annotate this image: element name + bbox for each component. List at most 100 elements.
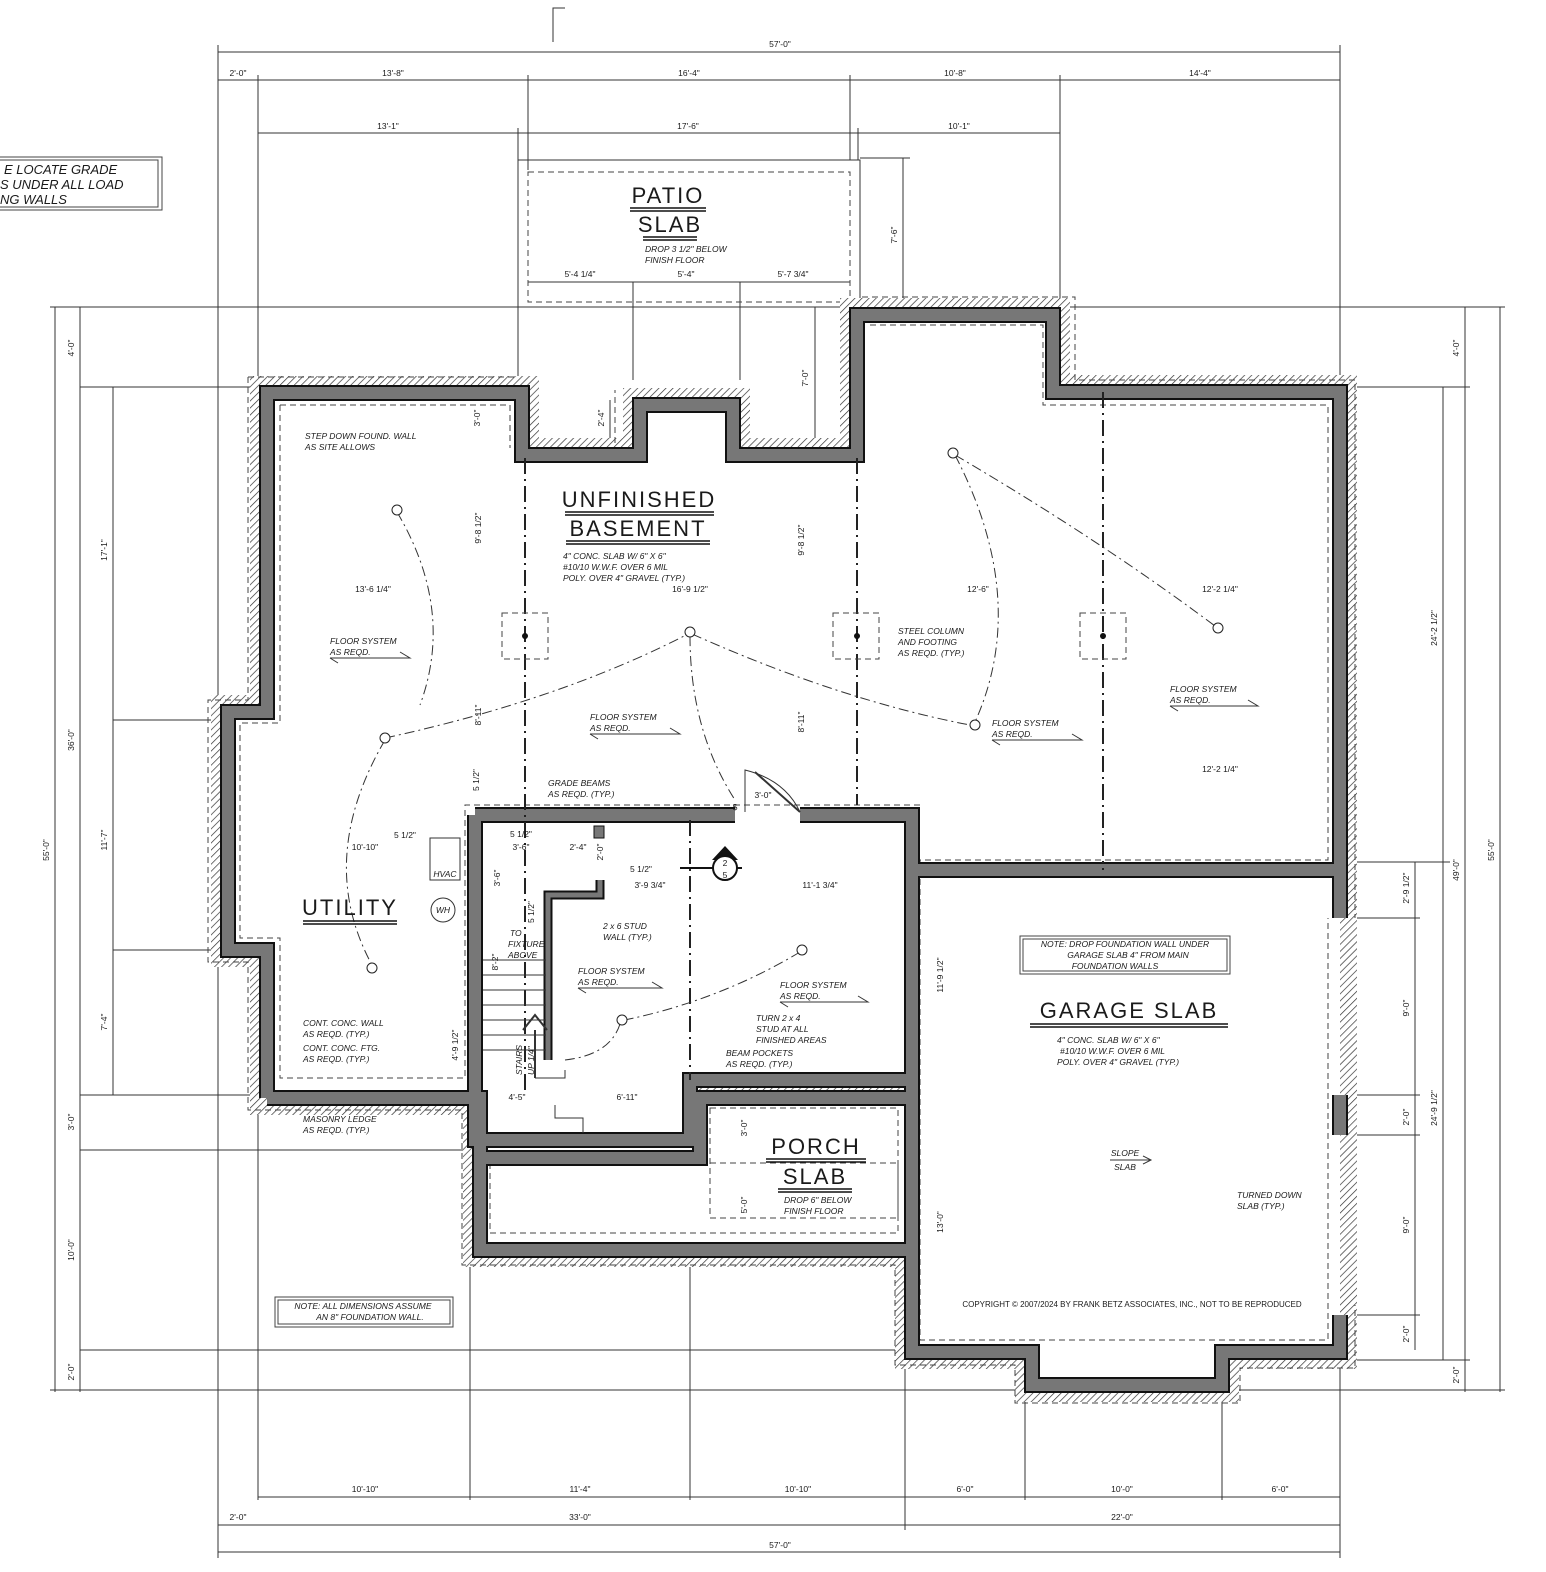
callout: FINISHED AREAS: [756, 1035, 827, 1045]
dimension: 11'-7": [99, 829, 109, 850]
callout: CONT. CONC. FTG.: [303, 1043, 380, 1053]
footing-outline: [207, 296, 1356, 1404]
callout: STEEL COLUMN: [898, 626, 965, 636]
ceiling-light-icon: [1212, 622, 1224, 634]
dimension: 7'-6": [889, 227, 899, 244]
dimension: 55'-0": [1486, 839, 1496, 861]
lighting-circuits: [345, 454, 1216, 1061]
dimension: 57'-0": [769, 1540, 791, 1550]
door-swing: [744, 769, 801, 813]
section-marker-icon: [680, 846, 742, 881]
dimension: 13'-6 1/4": [355, 584, 391, 594]
callout: AS REQD. (TYP.): [897, 648, 965, 658]
dimension: 2'-0": [1401, 1326, 1411, 1343]
dimension: 5'-4": [678, 269, 695, 279]
hvac-label: HVAC: [433, 869, 457, 879]
dimension: 13'-0": [935, 1211, 945, 1233]
dimension: 5'-7 3/4": [777, 269, 808, 279]
dimensions-note: NOTE: ALL DIMENSIONS ASSUME: [294, 1301, 431, 1311]
dimension: 9'-0": [1401, 1000, 1411, 1017]
slope-label: SLOPE: [1111, 1148, 1140, 1158]
dimension: 7'-0": [800, 370, 810, 387]
floor-system-note: AS REQD.: [577, 977, 619, 987]
dimension: 3'-0": [66, 1114, 76, 1131]
dimension: 3'-9 3/4": [634, 880, 665, 890]
callout: SLAB (TYP.): [1237, 1201, 1285, 1211]
callout: MASONRY LEDGE: [303, 1114, 377, 1124]
porch-note: DROP 6" BELOW: [784, 1195, 852, 1205]
dimension: 16'-9 1/2": [672, 584, 708, 594]
dimension: 2'-4": [596, 410, 606, 427]
ceiling-light-icon: [379, 732, 391, 744]
callout: TURN 2 x 4: [756, 1013, 801, 1023]
slab-note: POLY. OVER 4" GRAVEL (TYP.): [563, 573, 685, 583]
dimension: 36'-0": [66, 729, 76, 751]
grade-beam-note: S UNDER ALL LOAD: [0, 177, 124, 192]
dimension: 10'-10": [352, 842, 378, 852]
dimension: 8'-2": [490, 954, 500, 971]
corner-mark: [552, 7, 565, 42]
dimension: 5'-4 1/4": [564, 269, 595, 279]
callout: FIXTURE: [508, 939, 545, 949]
floor-system-note: AS REQD.: [329, 647, 371, 657]
dimension: 6'-11": [616, 1092, 637, 1102]
light-fixtures: [366, 447, 1224, 1026]
dimension: 2'-0": [1401, 1109, 1411, 1126]
dimension: 12'-2 1/4": [1202, 584, 1238, 594]
floor-system-note: AS REQD.: [1169, 695, 1211, 705]
callout: AND FOOTING: [897, 637, 957, 647]
dimension: 4'-5": [509, 1092, 526, 1102]
callout: STEP DOWN FOUND. WALL: [305, 431, 417, 441]
dimension: 24'-2 1/2": [1429, 610, 1439, 646]
garage-drop-note: NOTE: DROP FOUNDATION WALL UNDER: [1041, 939, 1209, 949]
callout: WALL (TYP.): [603, 932, 652, 942]
dimension: 10'-1": [948, 121, 970, 131]
garage-title: GARAGE SLAB: [1040, 998, 1219, 1023]
ceiling-light-icon: [391, 504, 403, 516]
floor-system-note: AS REQD.: [991, 729, 1033, 739]
patio-title: PATIO: [632, 183, 705, 208]
water-heater-label: WH: [436, 905, 451, 915]
interior-fill: [228, 315, 1340, 1140]
porch-title: PORCH: [771, 1134, 860, 1159]
floor-system-note: FLOOR SYSTEM: [330, 636, 398, 646]
garage-drop-note: GARAGE SLAB 4" FROM MAIN: [1067, 950, 1189, 960]
beam-lines: [524, 392, 1104, 1090]
section-marker-number: 2: [723, 858, 728, 868]
porch-note: FINISH FLOOR: [784, 1206, 844, 1216]
garage-slab-note: POLY. OVER 4" GRAVEL (TYP.): [1057, 1057, 1179, 1067]
callout: TO: [510, 928, 522, 938]
dimension: 3'-0": [755, 790, 772, 800]
dimension: 9'-8 1/2": [473, 512, 483, 543]
basement-title: BASEMENT: [569, 516, 706, 541]
porch-fill: [480, 1098, 912, 1250]
dimension: 6'-0": [957, 1484, 974, 1494]
dimension: 6'-0": [1272, 1484, 1289, 1494]
dimension: 2'-0": [230, 1512, 247, 1522]
note-boxes: [0, 156, 1231, 1328]
garage-fill: [912, 870, 1340, 1385]
dimension: 8'-11": [796, 711, 806, 732]
grade-beam-note: NG WALLS: [0, 192, 67, 207]
floor-system-note: FLOOR SYSTEM: [992, 718, 1060, 728]
dimension: 13'-1": [377, 121, 399, 131]
dimension: 10'-10": [785, 1484, 811, 1494]
floor-system-note: FLOOR SYSTEM: [1170, 684, 1238, 694]
stairs-label: STAIRS: [514, 1045, 524, 1075]
callout: AS REQD. (TYP.): [302, 1054, 370, 1064]
callout: AS REQD. (TYP.): [725, 1059, 793, 1069]
title-underlines: [303, 207, 1228, 1193]
dimension: 2'-4": [570, 842, 587, 852]
callout: GRADE BEAMS: [548, 778, 611, 788]
dimension: 5'-0": [739, 1197, 749, 1214]
dimension: 16'-4": [678, 68, 700, 78]
slope-label: SLAB: [1114, 1162, 1136, 1172]
patio-note: FINISH FLOOR: [645, 255, 705, 265]
water-heater: [430, 897, 456, 923]
dimension: 5 1/2": [630, 864, 652, 874]
patio-title: SLAB: [638, 212, 702, 237]
switch-icon: $: [733, 802, 738, 812]
garage-slab-note: #10/10 W.W.F. OVER 6 MIL: [1060, 1046, 1165, 1056]
dimension: 5 1/2": [526, 901, 536, 923]
